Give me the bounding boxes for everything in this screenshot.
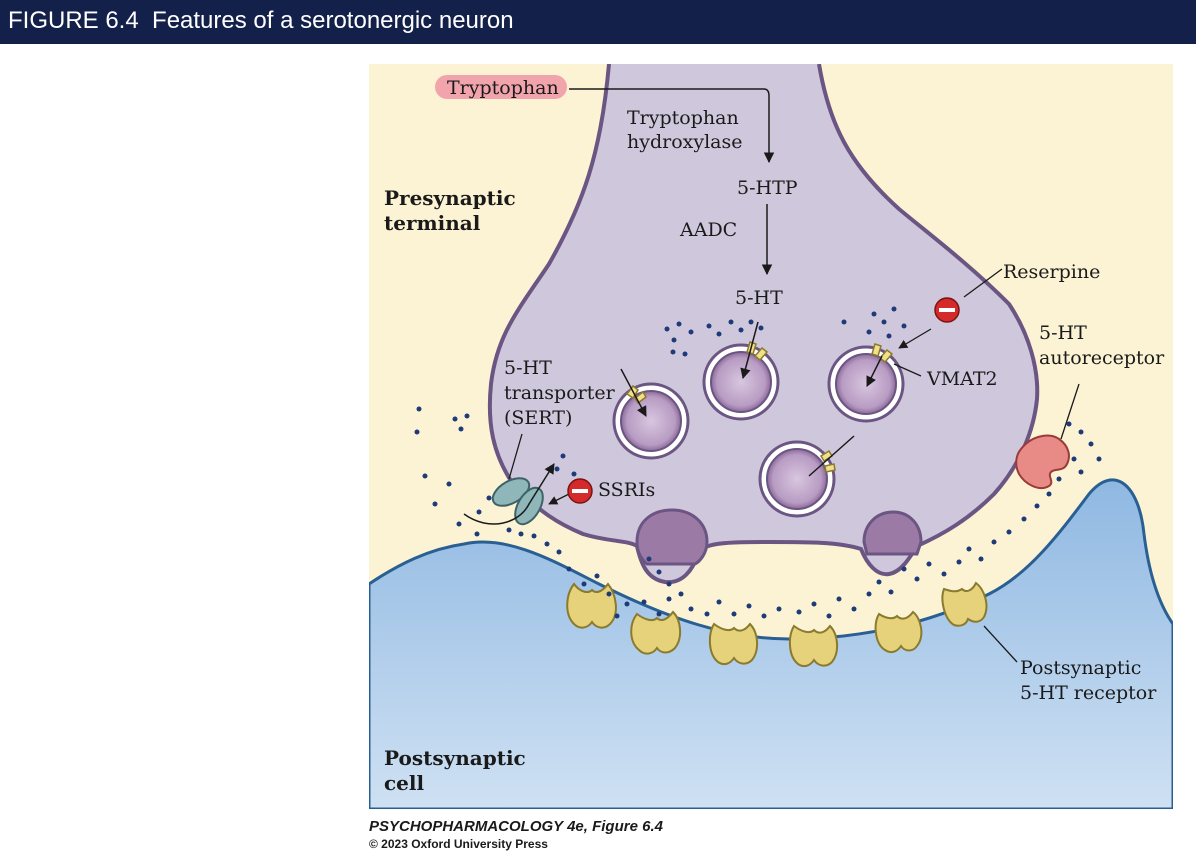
- tryptophan-highlight: [435, 75, 567, 99]
- tryptophan-label: Tryptophan: [447, 77, 559, 99]
- presynaptic-terminal: [487, 64, 1040, 585]
- autoreceptor-leader: [1060, 383, 1080, 440]
- fusing-vesicle-left: [635, 508, 709, 566]
- autoreceptor-label-line2: autoreceptor: [1039, 347, 1165, 369]
- presynaptic-label-line2: terminal: [384, 211, 481, 235]
- presynaptic-label-line1: Presynaptic: [384, 186, 516, 210]
- ht-label: 5-HT: [735, 287, 783, 309]
- uptake-arrow-3: [808, 435, 855, 477]
- transporter-label-line2: transporter: [504, 382, 616, 404]
- postsyn-cell-label-line2: cell: [384, 771, 425, 795]
- transporter-label-line1: 5-HT: [504, 357, 552, 379]
- ssri-inhibit-icon: [567, 478, 593, 504]
- autoreceptor-label-line1: 5-HT: [1039, 322, 1087, 344]
- sert-leader: [508, 433, 523, 480]
- postsyn-receptor-label-line1: Postsynaptic: [1020, 657, 1141, 679]
- vesicle-4: [758, 440, 836, 518]
- postsynaptic-cell: [369, 478, 1173, 809]
- uptake-arrow-4: [866, 355, 883, 387]
- htp-label: 5-HTP: [737, 177, 798, 199]
- figure-header: FIGURE 6.4 Features of a serotonergic ne…: [0, 0, 1196, 44]
- ssris-label: SSRIs: [598, 479, 655, 501]
- credit-copyright: © 2023 Oxford University Press: [369, 837, 548, 851]
- uptake-arrow-1: [620, 368, 647, 417]
- figure-title: FIGURE 6.4 Features of a serotonergic ne…: [8, 7, 514, 34]
- synthesis-arrow-1: [569, 88, 775, 164]
- diagram-panel: Tryptophan Tryptophan hydroxylase 5-HTP …: [369, 64, 1173, 809]
- reserpine-inhibit-icon: [934, 297, 960, 323]
- credit-title: PSYCHOPHARMACOLOGY 4e, Figure 6.4: [369, 818, 663, 835]
- reserpine-inhibit-leader: [898, 328, 932, 349]
- vmat2-leader: [893, 363, 922, 377]
- serotonergic-neuron-diagram: Tryptophan Tryptophan hydroxylase 5-HTP …: [369, 64, 1173, 809]
- fusing-vesicle-right: [862, 510, 923, 556]
- vesicle-1: [612, 382, 690, 460]
- reserpine-label: Reserpine: [1003, 261, 1100, 283]
- vesicle-2: [702, 343, 780, 421]
- postsyn-cell-label-line1: Postsynaptic: [384, 746, 526, 770]
- enzyme1-label-line2: hydroxylase: [627, 131, 743, 153]
- postsyn-receptor-leader: [983, 625, 1018, 663]
- postsyn-receptor-label-line2: 5-HT receptor: [1020, 682, 1157, 704]
- aadc-label: AADC: [679, 219, 737, 241]
- figure-credit: PSYCHOPHARMACOLOGY 4e, Figure 6.4 © 2023…: [369, 818, 663, 852]
- transporter-label-line3: (SERT): [504, 407, 572, 429]
- vesicle-3: [827, 345, 905, 423]
- postsynaptic-receptors: [566, 581, 988, 668]
- serotonin-molecules: [414, 306, 1102, 619]
- reuptake-arrow: [463, 463, 555, 525]
- autoreceptor-shape: [1015, 434, 1070, 490]
- uptake-arrow-2: [740, 321, 759, 380]
- reserpine-leader: [963, 268, 1003, 298]
- vmat2-label: VMAT2: [926, 368, 998, 390]
- enzyme1-label-line1: Tryptophan: [627, 107, 739, 129]
